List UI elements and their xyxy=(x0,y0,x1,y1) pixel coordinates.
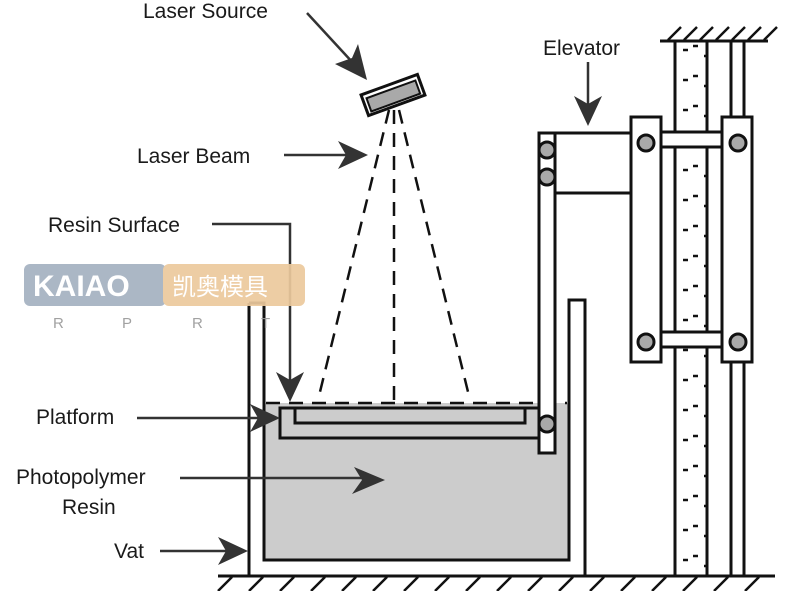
resin-surface-arrow xyxy=(212,222,292,382)
elevator-arrowhead xyxy=(574,96,602,126)
hatch-mark xyxy=(620,576,636,591)
hatch-mark xyxy=(747,26,762,41)
roller xyxy=(636,133,656,153)
watermark-brand-cjk: 凯奥模具 xyxy=(172,273,268,301)
hatch-mark xyxy=(744,576,760,591)
hatch-mark xyxy=(217,576,233,591)
laser-source-arrow xyxy=(306,12,355,65)
hatch-mark xyxy=(558,576,574,591)
photopolymer-arrowhead xyxy=(352,467,385,494)
watermark-letter: R xyxy=(53,315,64,332)
roller xyxy=(537,167,557,187)
hatch-mark xyxy=(279,576,295,591)
hatch-mark xyxy=(465,576,481,591)
laser-source-arrowhead xyxy=(335,44,367,80)
laser-beam-left xyxy=(316,109,391,401)
hatch-mark xyxy=(372,576,388,591)
hatch-mark xyxy=(310,576,326,591)
carriage xyxy=(629,115,754,364)
hatch-mark xyxy=(434,576,450,591)
elevator-column xyxy=(673,39,746,578)
hatch-mark xyxy=(667,26,682,41)
label-resin: Resin xyxy=(62,496,116,519)
carriage-crossbar-top xyxy=(659,130,724,149)
watermark-letter: P xyxy=(122,315,132,332)
hatch-mark xyxy=(715,26,730,41)
watermark-brand-latin: KAIAO xyxy=(33,270,130,303)
ground-hatch xyxy=(217,576,760,591)
watermark-letter: R xyxy=(192,315,203,332)
elevator-arm xyxy=(537,131,635,455)
hatch-mark xyxy=(341,576,357,591)
watermark-letter: T xyxy=(261,315,270,332)
watermark-right-panel xyxy=(163,264,305,306)
label-laser-beam: Laser Beam xyxy=(137,145,250,168)
label-photopolymer: Photopolymer xyxy=(16,466,146,489)
carriage-block-left xyxy=(629,115,663,364)
hatch-mark xyxy=(589,576,605,591)
hatch-mark xyxy=(651,576,667,591)
elevator-vertical-arm xyxy=(537,131,557,455)
resin-surface-arrowhead xyxy=(276,372,304,402)
laser xyxy=(316,72,472,401)
roller xyxy=(636,332,656,352)
hatch-mark xyxy=(763,26,778,41)
laser-source xyxy=(359,72,427,118)
watermark: KAIAO 凯奥模具 R P R T xyxy=(24,264,305,332)
hatch-mark xyxy=(683,26,698,41)
hatch-mark xyxy=(713,576,729,591)
roller xyxy=(537,414,557,434)
callouts: Laser Source Elevator Laser Beam Resin S… xyxy=(16,0,620,565)
laser-beam-right xyxy=(397,109,472,401)
printed-part xyxy=(293,406,527,425)
hatch-mark xyxy=(248,576,264,591)
elevator-carriage-bracket xyxy=(553,131,635,195)
vat-right-wall xyxy=(567,298,587,576)
hatch-mark xyxy=(682,576,698,591)
platform xyxy=(278,406,544,440)
hatch-mark xyxy=(403,576,419,591)
laser-beam-arrowhead xyxy=(338,141,368,169)
label-resin-surface: Resin Surface xyxy=(48,214,180,237)
lead-screw xyxy=(673,39,709,578)
hatch-mark xyxy=(496,576,512,591)
watermark-left-panel xyxy=(24,264,166,306)
label-elevator: Elevator xyxy=(543,37,620,60)
label-vat: Vat xyxy=(114,540,144,563)
ceiling xyxy=(660,26,778,43)
vat-arrowhead xyxy=(218,537,248,565)
platform-arrowhead xyxy=(250,404,280,432)
label-laser-source: Laser Source xyxy=(143,0,268,23)
hatch-mark xyxy=(527,576,543,591)
roller xyxy=(728,133,748,153)
ceiling-hatch xyxy=(667,26,778,41)
carriage-block-right xyxy=(720,115,754,364)
hatch-mark xyxy=(699,26,714,41)
label-platform: Platform xyxy=(36,406,114,429)
roller xyxy=(728,332,748,352)
ground xyxy=(217,574,775,591)
carriage-crossbar-bottom xyxy=(659,330,724,349)
hatch-mark xyxy=(731,26,746,41)
roller xyxy=(537,140,557,160)
